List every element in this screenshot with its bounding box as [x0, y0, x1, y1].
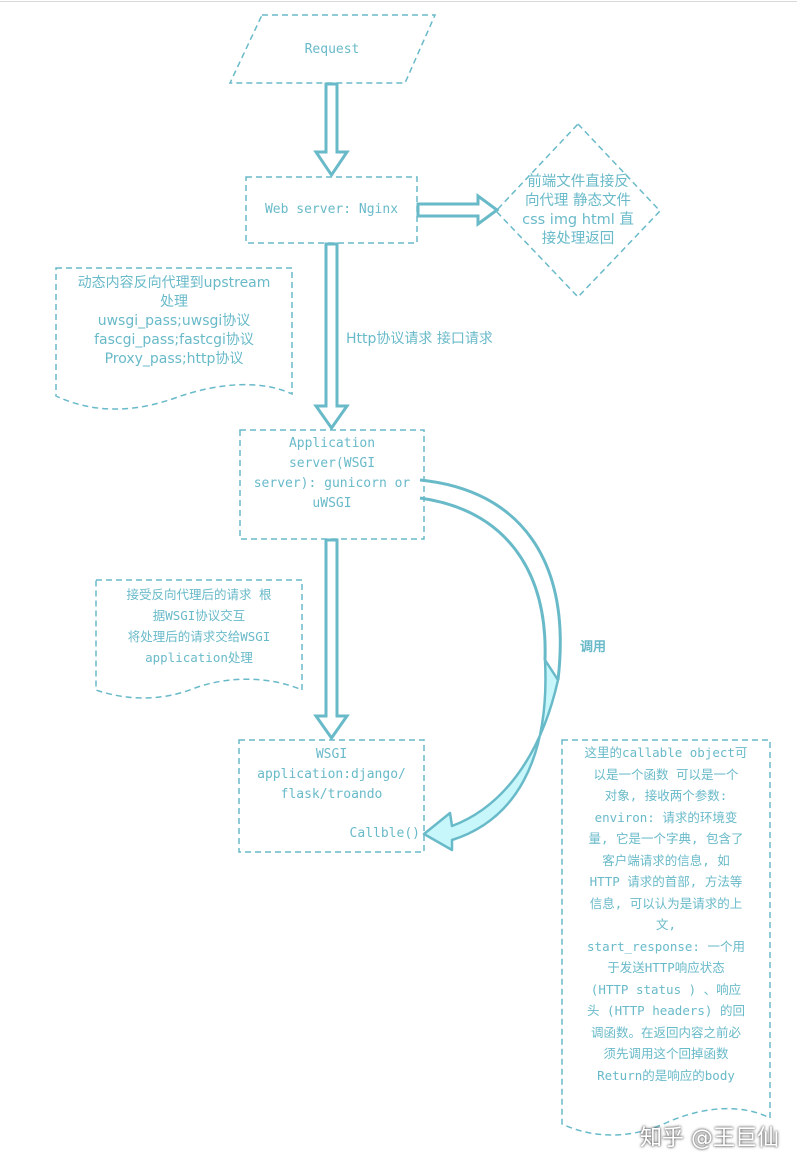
app-server-line: server(WSGI	[288, 456, 376, 471]
http-request-label: Http协议请求 接口请求	[346, 331, 493, 347]
arrow-web-to-app	[313, 242, 350, 431]
dynamic-note-shape	[55, 267, 293, 410]
call-label: 调用	[579, 640, 606, 655]
callable-note-line: 客户端请求的信息, 如	[602, 852, 730, 868]
dynamic-note-text: 动态内容反向代理到upstream 处理 uwsgi_pass;uwsgi协议 …	[56, 274, 292, 369]
app-server-note-text: 接受反向代理后的请求 根 据WSGI协议交互 将处理后的请求交给WSGI app…	[96, 584, 302, 668]
arrow-web-to-static	[416, 193, 500, 227]
callable-note-line: HTTP 请求的首部, 方法等	[589, 874, 743, 889]
static-note-line: css img html 直	[522, 212, 634, 228]
dynamic-note-line: 动态内容反向代理到upstream	[77, 275, 271, 291]
callable-note-line: environ: 请求的环境变	[594, 809, 738, 825]
static-note-line: 前端文件直接反	[527, 174, 629, 190]
watermark: 知乎 @王巨仙	[640, 1126, 779, 1151]
app-server-text: Application server(WSGI server): gunicor…	[240, 434, 424, 514]
app-server-note-line: 接受反向代理后的请求 根	[126, 587, 272, 602]
static-note-line: 接处理返回	[541, 231, 615, 247]
callable-note-line: Return的是响应的body	[597, 1067, 735, 1083]
call-arrow-lower-head	[422, 658, 560, 852]
callable-note-line: 调函数。在返回内容之前必	[590, 1024, 741, 1040]
app-server-line: Application	[288, 436, 376, 451]
callable-note-text: 这里的callable object可 以是一个函数 可以是一个 对象, 接收两…	[563, 742, 769, 1086]
web-server-label: Web server: Nginx	[264, 202, 399, 217]
wsgi-app-line: WSGI	[315, 747, 348, 762]
dynamic-note-line: fascgi_pass;fastcgi协议	[94, 332, 254, 348]
callable-note-line: 文,	[655, 917, 677, 932]
request-shape	[228, 14, 437, 84]
callable-note-line: (HTTP status ) 、响应	[590, 981, 742, 997]
callable-note-line: 以是一个函数 可以是一个	[593, 766, 739, 782]
arrow-request-to-web	[313, 82, 350, 178]
wsgi-app-text: WSGI application:django/ flask/troando	[239, 745, 424, 805]
app-server-line: server): gunicorn or	[253, 476, 411, 491]
callable-note-line: 量, 它是一个字典, 包含了	[588, 831, 744, 846]
arrow-app-to-wsgi	[313, 538, 350, 741]
callable-label: Callble()	[349, 826, 420, 841]
wsgi-app-line: flask/troando	[280, 787, 383, 802]
callable-note-line: 须先调用这个回掉函数	[603, 1046, 729, 1061]
static-note-text: 前端文件直接反 向代理 静态文件 css img html 直 接处理返回	[508, 173, 648, 249]
callable-note-line: 对象, 接收两个参数:	[604, 788, 728, 803]
app-server-line: uWSGI	[312, 496, 352, 511]
static-note-line: 向代理 静态文件	[524, 193, 632, 209]
callable-note-line: 头 (HTTP headers) 的回	[587, 1003, 745, 1018]
app-server-note-line: 据WSGI协议交互	[152, 608, 246, 623]
dynamic-note-line: uwsgi_pass;uwsgi协议	[97, 313, 251, 329]
callable-note-line: 信息, 可以认为是请求的上	[589, 895, 743, 911]
callable-note-line: 这里的callable object可	[584, 745, 748, 760]
request-label: Request	[304, 42, 360, 57]
call-arrow-upper-inner	[419, 496, 547, 661]
dynamic-note-line: 处理	[160, 294, 188, 310]
app-server-note-line: application处理	[145, 650, 253, 665]
call-arrow-upper-outer	[419, 478, 562, 681]
callable-note-line: start_response: 一个用	[587, 938, 745, 954]
wsgi-app-line: application:django/	[257, 767, 406, 782]
app-server-note-shape	[95, 579, 303, 699]
callable-note-line: 于发送HTTP响应状态	[607, 960, 725, 975]
dynamic-note-line: Proxy_pass;http协议	[104, 351, 244, 367]
app-server-note-line: 将处理后的请求交给WSGI	[127, 629, 271, 644]
callable-note-shape	[561, 739, 771, 1136]
